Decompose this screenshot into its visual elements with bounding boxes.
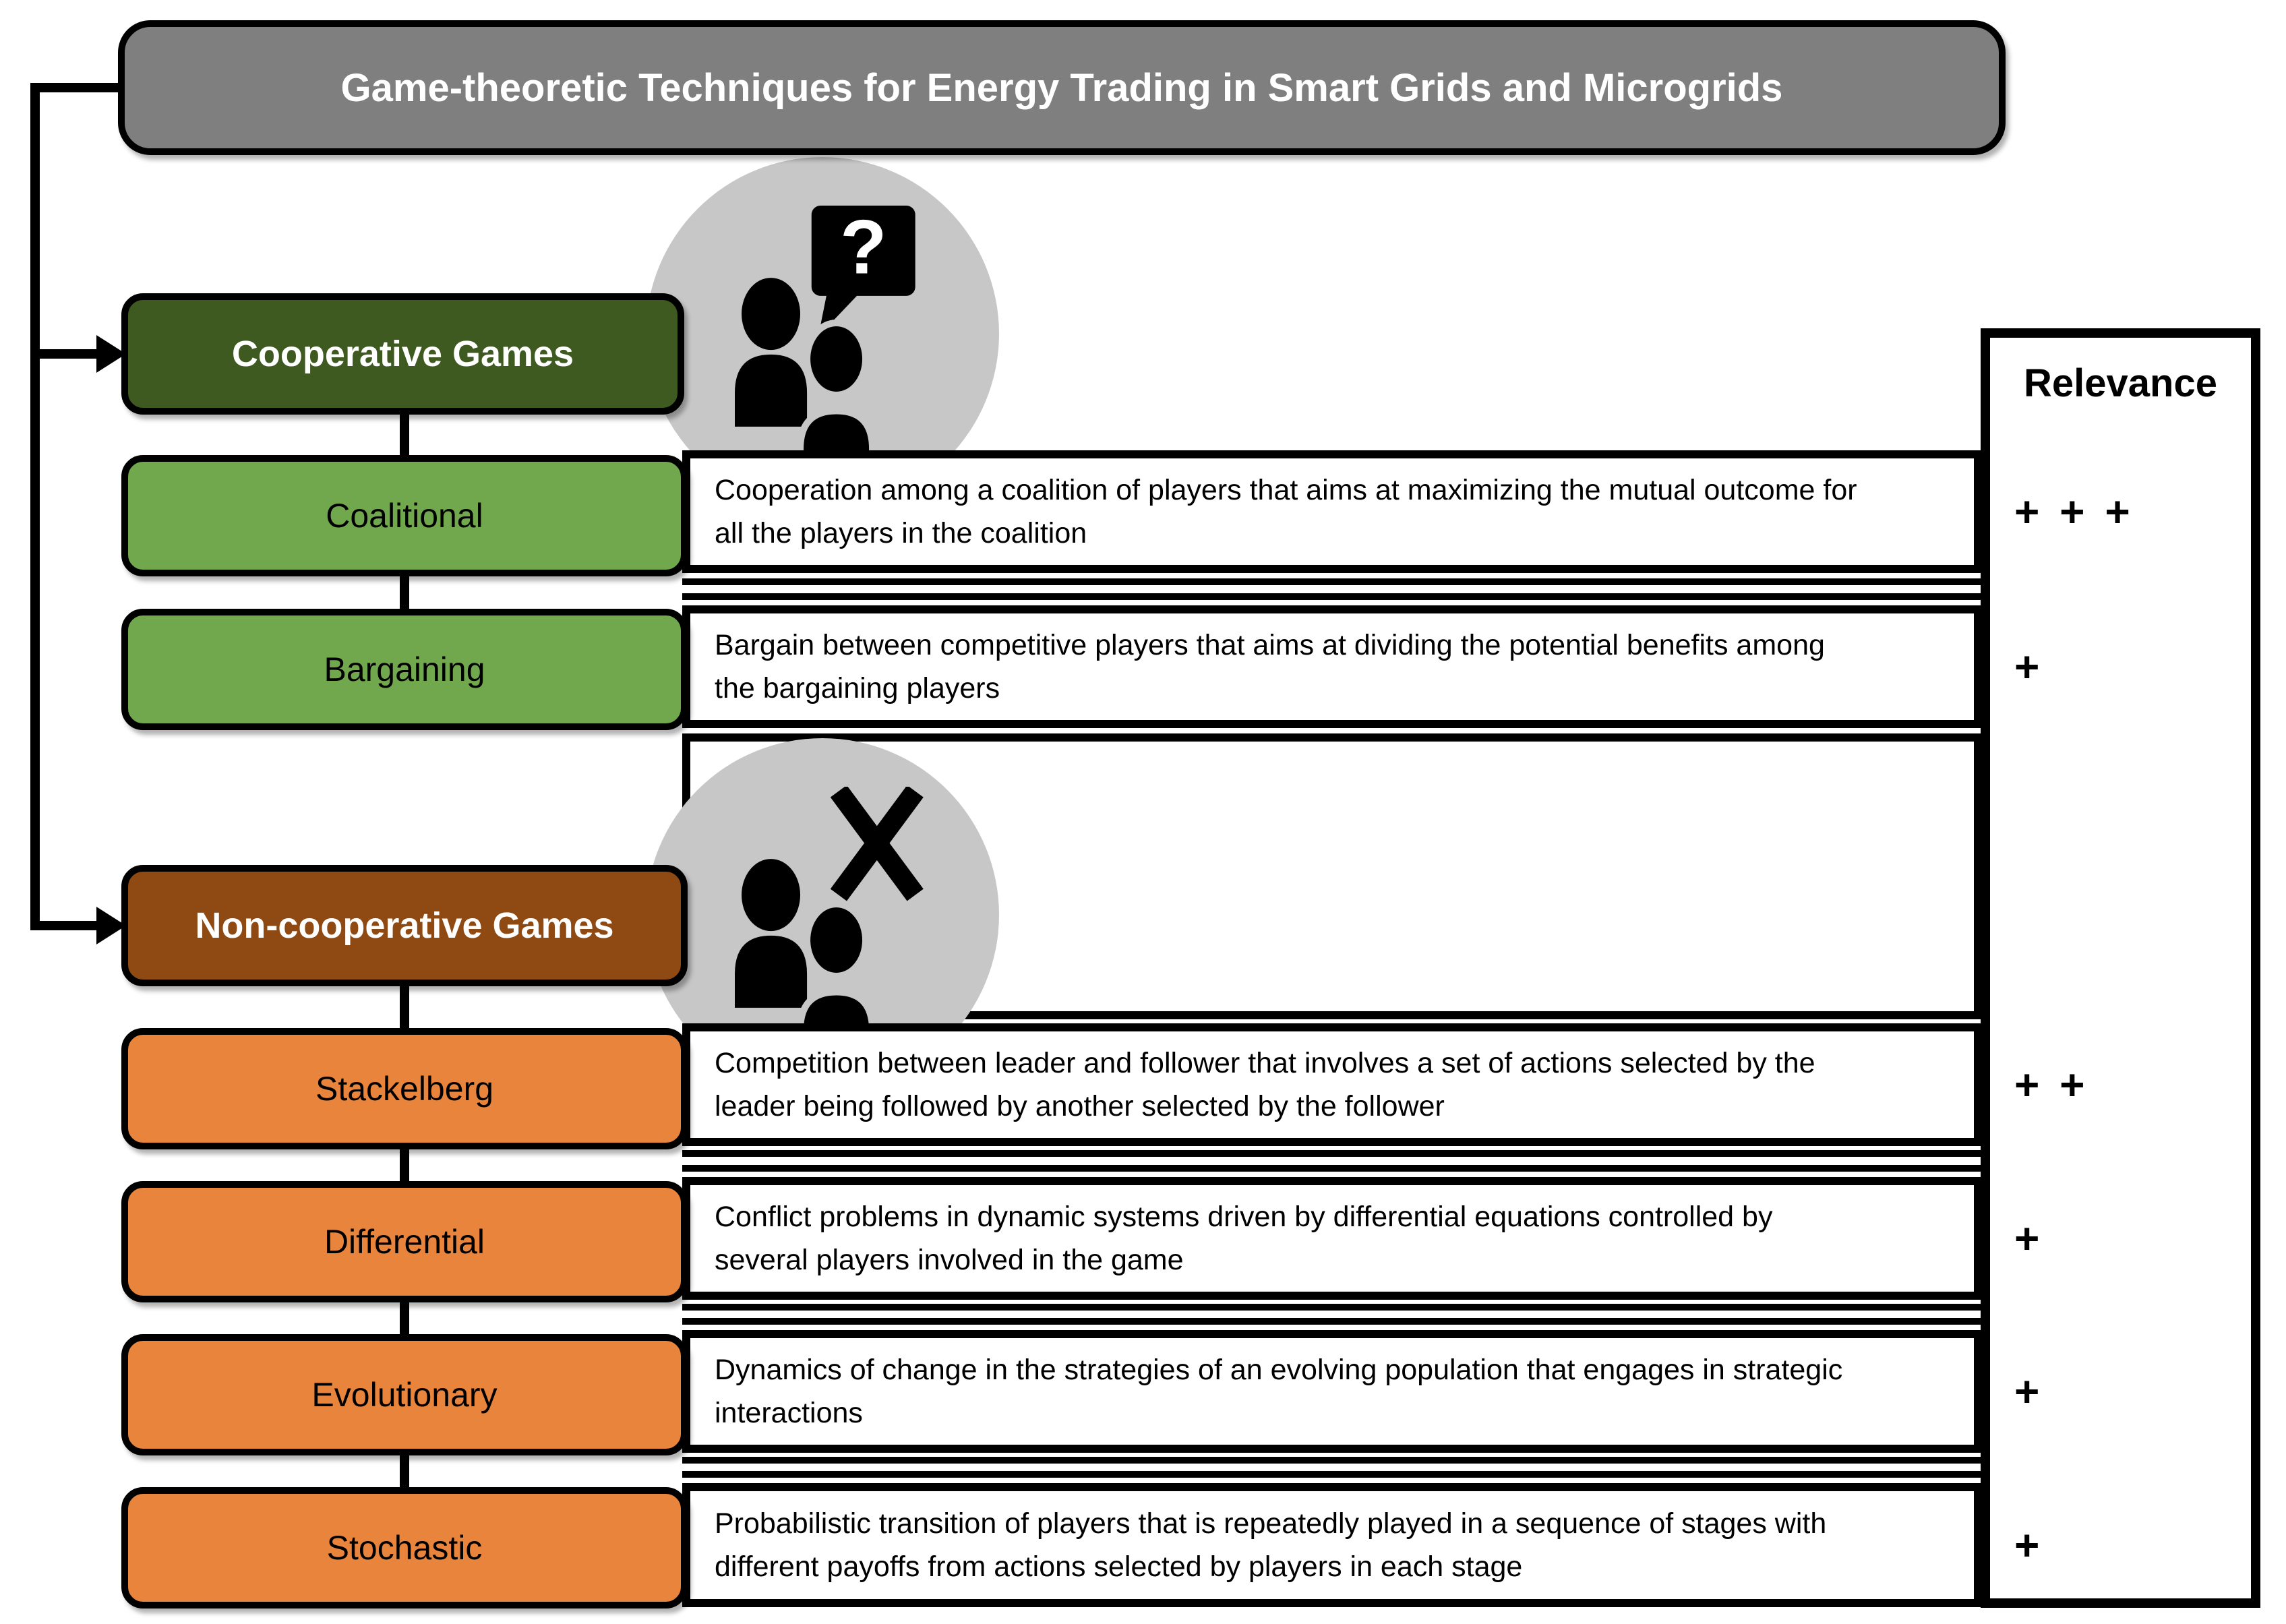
connector-coalitional-bargaining xyxy=(400,574,409,611)
description-text: Cooperation among a coalition of players… xyxy=(715,473,1857,550)
node-evolutionary: Evolutionary xyxy=(121,1334,688,1455)
node-label-evolutionary: Evolutionary xyxy=(311,1376,498,1414)
description-bargaining: Bargain between competitive players that… xyxy=(682,605,1982,728)
spacer-cell xyxy=(682,1304,1982,1325)
spacer-cell-large xyxy=(682,733,1982,1019)
relevance-marks-stochastic: + xyxy=(2014,1521,2044,1569)
node-label-stochastic: Stochastic xyxy=(326,1529,483,1567)
title-text: Game-theoretic Techniques for Energy Tra… xyxy=(340,65,1783,110)
node-stackelberg: Stackelberg xyxy=(121,1028,688,1149)
node-bargaining: Bargaining xyxy=(121,609,688,730)
description-stackelberg: Competition between leader and follower … xyxy=(682,1023,1982,1146)
description-evolutionary: Dynamics of change in the strategies of … xyxy=(682,1330,1982,1453)
description-text: Competition between leader and follower … xyxy=(715,1046,1815,1123)
description-text: Conflict problems in dynamic systems dri… xyxy=(715,1200,1773,1277)
arrow-line-cooperative xyxy=(30,349,99,359)
arrow-line-noncooperative xyxy=(30,921,99,930)
relevance-marks-evolutionary: + xyxy=(2014,1367,2044,1416)
description-differential: Conflict problems in dynamic systems dri… xyxy=(682,1177,1982,1300)
node-coalitional: Coalitional xyxy=(121,455,688,576)
node-label-bargaining: Bargaining xyxy=(324,651,485,688)
spacer-cell xyxy=(682,578,1982,600)
group-label-cooperative: Cooperative Games xyxy=(231,333,574,374)
svg-text:?: ? xyxy=(840,206,886,290)
relevance-header: Relevance xyxy=(2024,361,2217,405)
node-stochastic: Stochastic xyxy=(121,1487,688,1608)
node-label-differential: Differential xyxy=(324,1223,485,1261)
description-stochastic: Probabilistic transition of players that… xyxy=(682,1483,1982,1607)
spacer-cell xyxy=(682,1457,1982,1478)
arrowhead-noncooperative-icon xyxy=(96,907,126,944)
connector-noncoop-stackelberg xyxy=(400,984,409,1030)
description-text: Bargain between competitive players that… xyxy=(715,628,1825,705)
group-box-cooperative: Cooperative Games xyxy=(121,293,684,415)
relevance-column: Relevance xyxy=(1981,328,2260,1608)
relevance-marks-bargaining: + xyxy=(2014,642,2044,691)
description-text: Probabilistic transition of players that… xyxy=(715,1507,1827,1584)
relevance-marks-coalitional: + + + xyxy=(2014,487,2134,536)
group-label-noncooperative: Non-cooperative Games xyxy=(195,905,614,946)
description-coalitional: Cooperation among a coalition of players… xyxy=(682,450,1982,573)
description-text: Dynamics of change in the strategies of … xyxy=(715,1353,1843,1430)
connector-coop-coalitional xyxy=(400,413,409,457)
arrowhead-cooperative-icon xyxy=(96,335,126,373)
trunk-line-vertical xyxy=(30,83,40,930)
spacer-cell xyxy=(682,1150,1982,1172)
node-label-stackelberg: Stackelberg xyxy=(315,1070,494,1108)
node-label-coalitional: Coalitional xyxy=(326,497,483,535)
node-differential: Differential xyxy=(121,1181,688,1302)
connector-evolutionary-stochastic xyxy=(400,1453,409,1489)
trunk-line-top xyxy=(30,83,121,92)
group-box-noncooperative: Non-cooperative Games xyxy=(121,865,688,986)
relevance-marks-differential: + xyxy=(2014,1214,2044,1263)
connector-stackelberg-differential xyxy=(400,1147,409,1183)
relevance-marks-stackelberg: + + xyxy=(2014,1060,2089,1109)
title-box: Game-theoretic Techniques for Energy Tra… xyxy=(118,20,2006,155)
connector-differential-evolutionary xyxy=(400,1300,409,1336)
